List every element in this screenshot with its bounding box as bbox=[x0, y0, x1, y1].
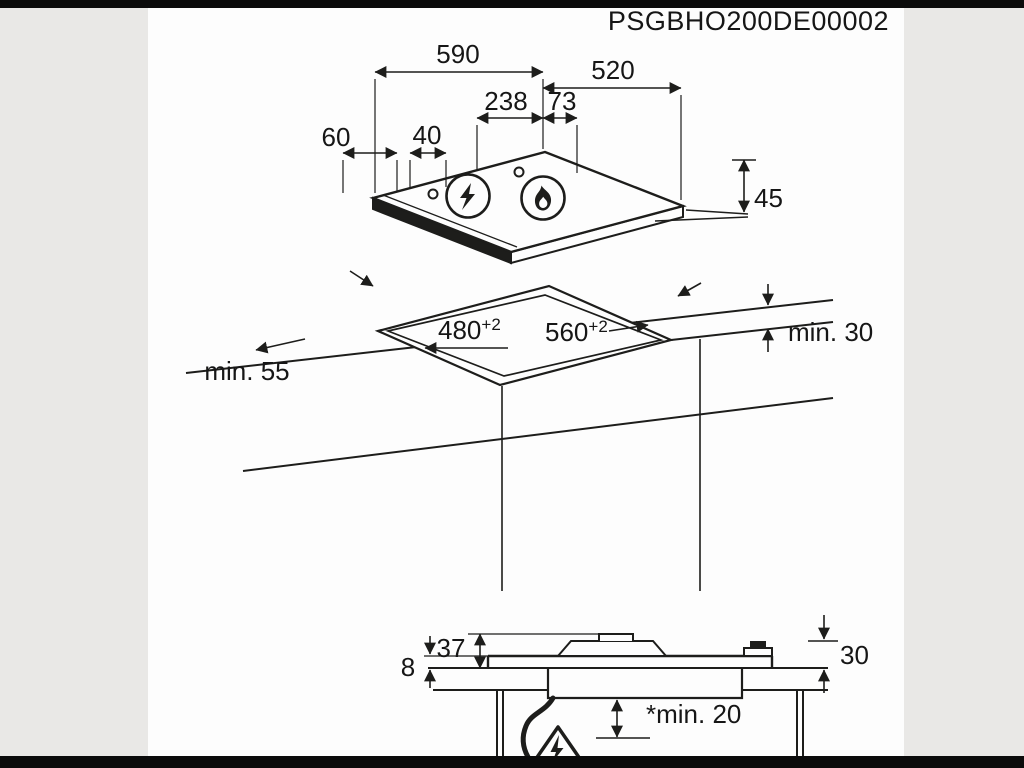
hob-pan-section bbox=[546, 668, 744, 700]
supply-cable bbox=[520, 695, 556, 760]
dim-label-60: 60 bbox=[322, 122, 351, 152]
burner-crown-section bbox=[598, 633, 634, 641]
dim-label-min-30: min. 30 bbox=[788, 317, 873, 347]
hob-isometric-view bbox=[369, 150, 687, 265]
dim-label-73: 73 bbox=[548, 86, 577, 116]
gas-connection-base bbox=[743, 647, 773, 657]
dim-label-min-20: *min. 20 bbox=[646, 699, 741, 729]
dim-label-8: 8 bbox=[401, 652, 415, 682]
bottom-letterbox-bar bbox=[0, 756, 1024, 768]
gas-connection-knob bbox=[750, 641, 766, 648]
igniter-mark-left bbox=[427, 188, 439, 200]
dim-label-590: 590 bbox=[436, 39, 479, 69]
dim-label-40: 40 bbox=[413, 120, 442, 150]
drawing-number: PSGBHO200DE00002 bbox=[608, 6, 889, 36]
dim-label-min-55: min. 55 bbox=[204, 356, 289, 386]
gas-symbol-circle bbox=[520, 175, 566, 221]
dim-label-520: 520 bbox=[591, 55, 634, 85]
dim-label-560: 560+2 bbox=[545, 317, 608, 347]
worktop-cutout-view: 480+2 560+2 min. 55 min. 30 bbox=[185, 270, 873, 591]
flame-icon bbox=[534, 185, 552, 211]
cutout-opening-inner bbox=[385, 294, 664, 377]
top-view-dimensions: 590 520 238 73 60 40 45 bbox=[322, 39, 783, 222]
paper-sheet bbox=[148, 8, 904, 756]
dim-label-37: 37 bbox=[437, 633, 466, 663]
dim-label-30: 30 bbox=[840, 640, 869, 670]
dim-label-480: 480+2 bbox=[438, 315, 501, 345]
burner-cap-section bbox=[555, 640, 669, 657]
igniter-mark-rear bbox=[513, 166, 525, 178]
hob-panel-edge-line bbox=[382, 194, 518, 248]
worktop-front-edge bbox=[242, 397, 834, 472]
dim-label-45: 45 bbox=[754, 183, 783, 213]
warning-lightning-icon bbox=[550, 735, 564, 762]
cutout-rear-reference-line bbox=[670, 321, 834, 341]
dim-label-238: 238 bbox=[484, 86, 527, 116]
lightning-icon bbox=[460, 183, 475, 210]
top-letterbox-bar bbox=[0, 0, 1024, 8]
